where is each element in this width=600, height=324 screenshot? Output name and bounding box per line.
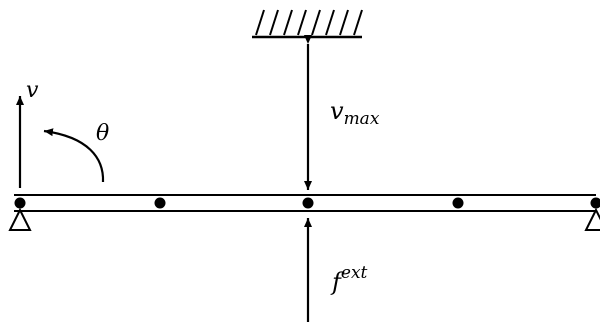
vmax-subscript: max [344,109,380,129]
beam-node [590,197,600,209]
theta-label: θ [96,121,109,146]
beam-node [452,197,464,209]
beam-nodes [14,197,600,209]
f-ext-superscript: ext [341,263,368,283]
beam-node [302,197,314,209]
left-pin-support [8,207,32,231]
v-label: v [26,78,39,103]
f-ext-label: fext [330,263,368,296]
fixed-wall-symbol [252,9,363,39]
theta-rotation-arrow [43,128,105,183]
beam [14,194,596,212]
right-pin-support [584,207,600,231]
vmax-base: v [330,97,344,125]
vmax-label: vmax [330,97,380,129]
beam-node [14,197,26,209]
beam-node [154,197,166,209]
